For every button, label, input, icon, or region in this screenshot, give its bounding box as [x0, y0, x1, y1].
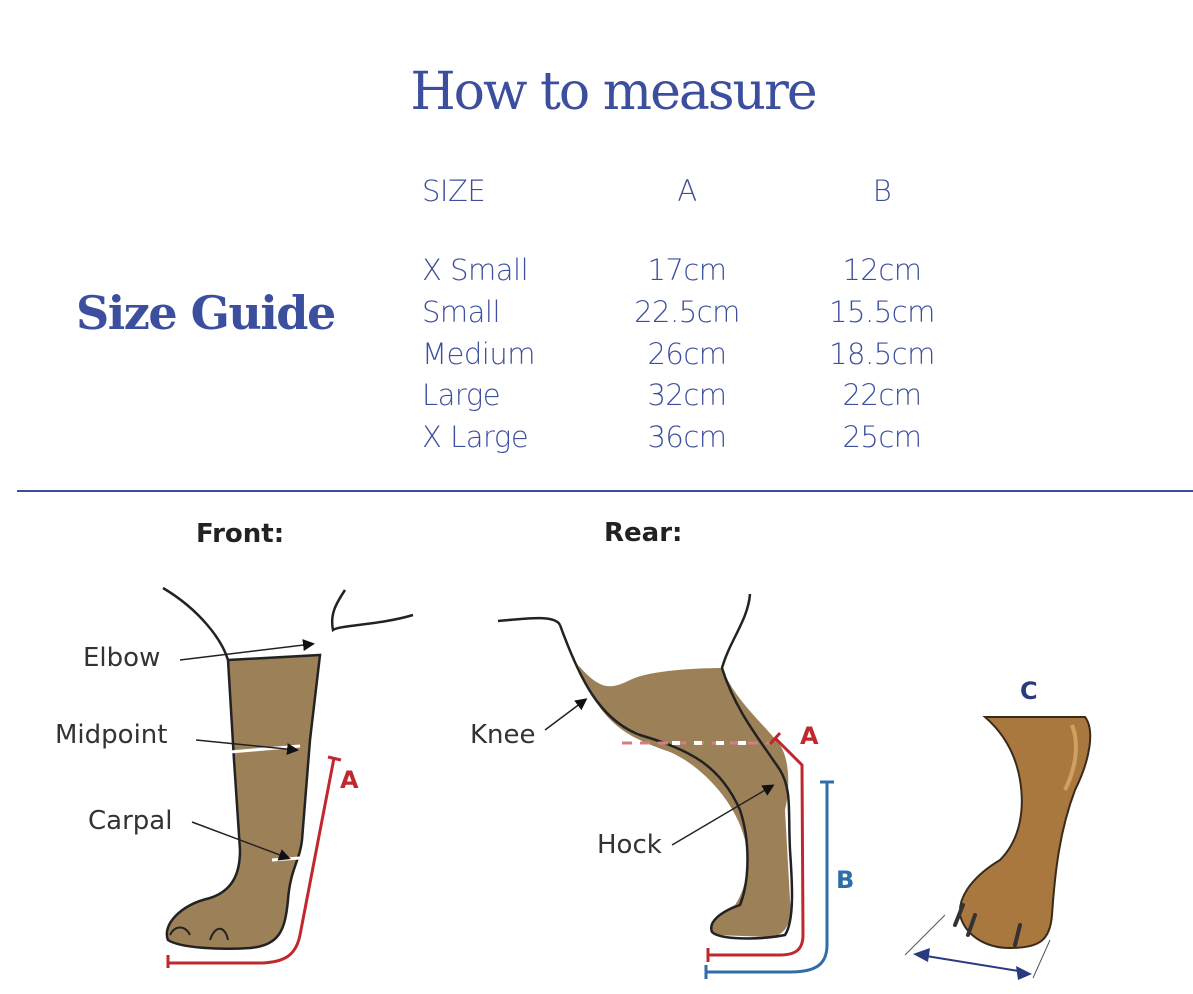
row-a: 17cm [647, 253, 727, 287]
header-size: SIZE [422, 174, 486, 208]
row-b: 12cm [842, 253, 922, 287]
paw-drawing [904, 716, 1092, 980]
row-size: Large [422, 378, 501, 412]
rear-measure-a: A [800, 722, 819, 750]
header-b: B [872, 174, 892, 208]
row-b: 15.5cm [829, 295, 935, 329]
row-a: 32cm [647, 378, 727, 412]
row-a: 36cm [647, 420, 727, 454]
row-size: X Small [422, 253, 529, 287]
size-guide-heading: Size Guide [76, 286, 336, 340]
row-b: 25cm [842, 420, 922, 454]
header-a: A [677, 174, 697, 208]
label-midpoint: Midpoint [55, 720, 168, 750]
rear-measure-b: B [836, 866, 855, 894]
row-b: 22cm [842, 378, 922, 412]
front-diagram-title: Front: [196, 519, 285, 549]
row-size: Small [422, 295, 501, 329]
row-size: Medium [422, 337, 535, 371]
row-size: X Large [422, 420, 529, 454]
rear-diagram-title: Rear: [604, 518, 683, 548]
row-a: 26cm [647, 337, 727, 371]
rear-leg-drawing [497, 593, 834, 979]
row-b: 18.5cm [829, 337, 935, 371]
page-title: How to measure [410, 62, 817, 122]
section-divider [17, 490, 1193, 492]
label-elbow: Elbow [83, 643, 161, 673]
label-carpal: Carpal [88, 806, 173, 836]
label-hock: Hock [597, 830, 662, 860]
front-measure-a: A [340, 766, 359, 794]
row-a: 22.5cm [634, 295, 740, 329]
front-leg-drawing [162, 586, 414, 968]
paw-measure-c: C [1020, 677, 1038, 705]
label-knee: Knee [470, 720, 536, 750]
